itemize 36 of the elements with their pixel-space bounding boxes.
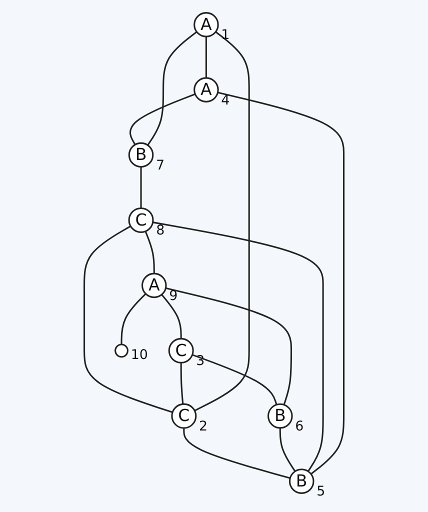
circle-node: A bbox=[141, 272, 167, 298]
connecting-line bbox=[140, 166, 142, 208]
connecting-line bbox=[205, 36, 207, 78]
circle-node: C bbox=[128, 207, 154, 233]
node-number: 6 bbox=[295, 420, 304, 434]
node-number: 5 bbox=[316, 484, 326, 500]
circle-node bbox=[114, 344, 128, 358]
node-number: 8 bbox=[156, 224, 165, 239]
connecting-line bbox=[152, 222, 324, 472]
circle-node: B bbox=[267, 403, 293, 429]
connecting-line bbox=[83, 226, 173, 414]
connecting-line bbox=[129, 93, 196, 146]
connecting-line bbox=[161, 294, 182, 339]
circle-node: A bbox=[194, 12, 219, 38]
circle-node: C bbox=[171, 403, 197, 429]
node-number: 9 bbox=[169, 288, 178, 304]
connecting-line bbox=[183, 428, 290, 479]
node-number: 10 bbox=[130, 348, 148, 363]
connecting-line bbox=[194, 31, 250, 412]
node-number: 2 bbox=[199, 420, 208, 434]
circle-node: B bbox=[128, 142, 154, 168]
connecting-line bbox=[192, 354, 278, 405]
node-number: 1 bbox=[221, 28, 230, 44]
connecting-line bbox=[147, 31, 198, 146]
connecting-line bbox=[218, 92, 345, 475]
node-number: 4 bbox=[221, 93, 230, 108]
node-number: 3 bbox=[196, 354, 205, 370]
connecting-line bbox=[166, 287, 292, 406]
node-number: 7 bbox=[156, 158, 165, 174]
circle-node: C bbox=[168, 338, 194, 364]
connecting-line bbox=[180, 362, 184, 404]
connecting-line bbox=[279, 428, 296, 472]
connecting-line bbox=[144, 231, 155, 274]
circle-node: A bbox=[194, 77, 219, 102]
circle-node: B bbox=[288, 468, 314, 494]
connecting-line bbox=[120, 293, 146, 344]
